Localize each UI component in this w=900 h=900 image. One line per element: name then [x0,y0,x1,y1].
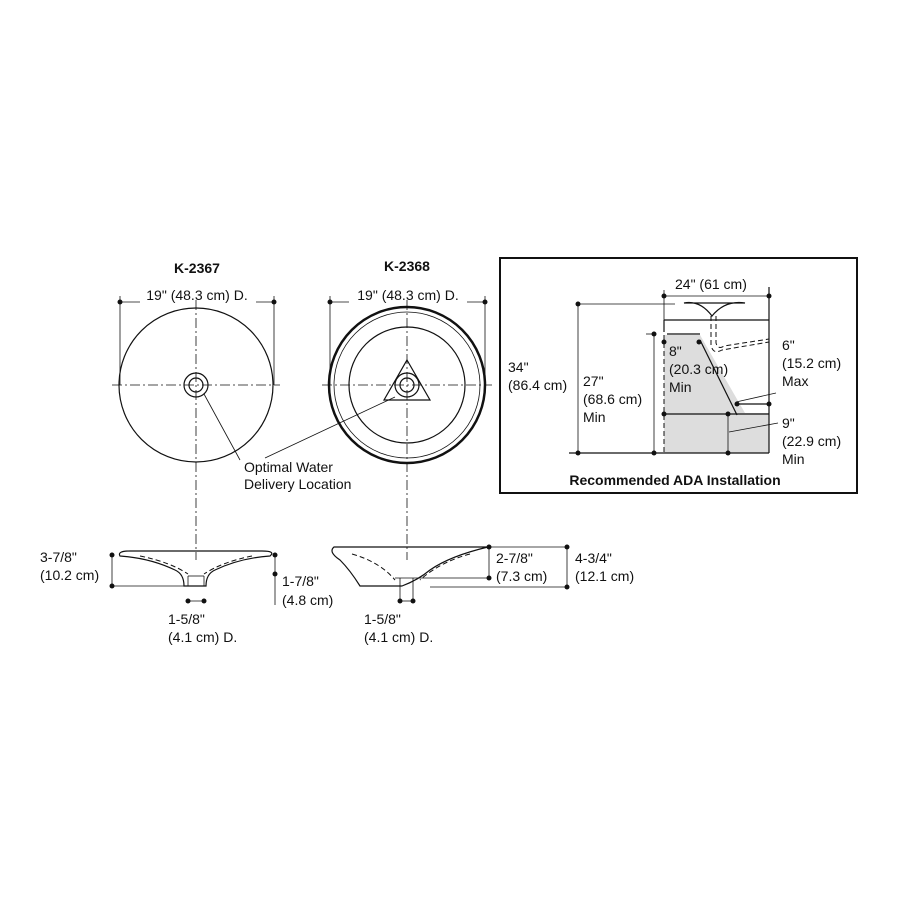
ada-depth-cm: (20.3 cm) [669,361,728,377]
ada-depth-min: Min [669,379,692,395]
k2367-drain-in: 1-5/8" [168,611,205,627]
k2368-drain-cm: (4.1 cm) D. [364,629,433,645]
k2368-height-in: 4-3/4" [575,550,612,566]
k2367-height-in: 3-7/8" [40,549,77,565]
k2368-drain-in: 1-5/8" [364,611,401,627]
k2368-height-cm: (12.1 cm) [575,568,634,584]
callout-line2: Delivery Location [244,476,351,492]
ada-toe-min: Min [782,451,805,467]
k2368-label: K-2368 [384,258,430,274]
ada-trap-in: 6" [782,337,795,353]
ada-installation-panel: 24" (61 cm) 34" (86.4 cm) 27" (68.6 cm) … [499,257,858,494]
k2368-bowl-in: 2-7/8" [496,550,533,566]
k2367-label: K-2367 [174,260,220,276]
ada-trap-max: Max [782,373,808,389]
k2367-base-in: 1-7/8" [282,573,319,589]
optimal-water-callout: Optimal Water Delivery Location [203,393,396,492]
ada-total-in: 34" [508,359,529,375]
k2367-top-view: K-2367 19" (48.3 cm) D. [112,260,280,560]
ada-depth-in: 8" [669,343,682,359]
k2367-base-cm: (4.8 cm) [282,592,333,608]
ada-knee-min: Min [583,409,606,425]
k2367-drain-cm: (4.1 cm) D. [168,629,237,645]
ada-trap-cm: (15.2 cm) [782,355,841,371]
k2368-bowl-cm: (7.3 cm) [496,568,547,584]
k2368-top-view: K-2368 19" (48.3 cm) D. [322,258,492,560]
ada-width: 24" (61 cm) [675,276,747,292]
k2367-height-cm: (10.2 cm) [40,567,99,583]
k2367-side-view: 3-7/8" (10.2 cm) 1-7/8" (4.8 cm) 1-5/8" … [40,549,333,645]
callout-line1: Optimal Water [244,459,333,475]
ada-toe-cm: (22.9 cm) [782,433,841,449]
ada-total-cm: (86.4 cm) [508,377,567,393]
k2368-diameter: 19" (48.3 cm) D. [357,287,458,303]
ada-title: Recommended ADA Installation [569,472,780,488]
k2367-diameter: 19" (48.3 cm) D. [146,287,247,303]
ada-toe-in: 9" [782,415,795,431]
ada-knee-cm: (68.6 cm) [583,391,642,407]
ada-knee-in: 27" [583,373,604,389]
k2368-side-view: 2-7/8" (7.3 cm) 4-3/4" (12.1 cm) 1-5/8" … [331,544,634,645]
